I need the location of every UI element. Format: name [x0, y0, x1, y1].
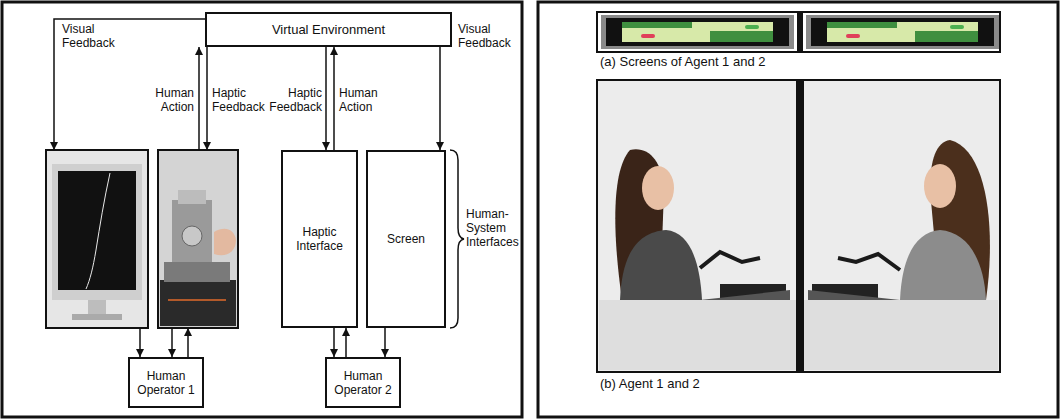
haptic-device-photo-part [178, 190, 206, 204]
haptic-device-photo [158, 150, 238, 328]
game-screens-part [811, 18, 994, 46]
game-screens-part [601, 15, 794, 49]
panel-border [2, 2, 522, 417]
connector-arrow [333, 47, 335, 150]
monitor-photo-part [52, 164, 142, 300]
arrow-label: Human Action [144, 86, 194, 114]
game-screens-part [806, 15, 999, 49]
bracket-label: Human-System Interfaces [466, 207, 520, 249]
operator-box: Human Operator 1 [128, 357, 204, 408]
connector-arrow [384, 328, 386, 357]
game-screens-part [827, 22, 978, 42]
monitor-photo-part [88, 300, 106, 314]
visual-feedback-line [54, 19, 205, 150]
monitor-photo-part [72, 314, 122, 320]
agents-photo-part [838, 254, 900, 270]
agents-photo-part [597, 80, 1000, 372]
monitor-photo-part [58, 171, 136, 290]
arrow-label: Haptic Feedback [266, 86, 322, 114]
interface-box: Haptic Interface [281, 150, 358, 328]
node-text: Screen [387, 232, 425, 246]
environment-box: Virtual Environment [205, 12, 452, 47]
connector-arrow [345, 328, 347, 357]
interface-box: Screen [366, 150, 446, 328]
haptic-feedback-line [206, 47, 208, 150]
game-screens-part [797, 12, 803, 52]
agents-photo-part [700, 290, 790, 300]
arrow-label: Human Action [339, 86, 389, 114]
panel-border [538, 2, 1058, 417]
action-line [187, 328, 189, 357]
agents-photo-part [796, 80, 804, 372]
haptic-device-photo-part [164, 262, 230, 282]
agents-photo-part [620, 230, 702, 300]
bracket [450, 150, 464, 328]
arrow-label: Haptic Feedback [212, 86, 268, 114]
game-screens-part [641, 34, 655, 38]
node-text: Human Operator 1 [133, 369, 199, 397]
arrow-label: Visual Feedback [458, 22, 518, 50]
node-text: Virtual Environment [272, 23, 385, 37]
agents-photo [597, 80, 1000, 372]
agents-photo-part [808, 290, 900, 300]
game-screens-part [827, 22, 897, 28]
human-action-line [198, 47, 200, 150]
game-screens-part [622, 22, 773, 42]
haptic-device-photo-part [158, 150, 238, 328]
caption-label: (b) Agent 1 and 2 [600, 377, 900, 391]
agents-photo-part [642, 166, 674, 210]
game-screens [597, 12, 1000, 52]
connector-arrow [325, 47, 327, 150]
agents-photo-part [924, 164, 956, 208]
operator-box: Human Operator 2 [325, 357, 401, 408]
game-screens-part [622, 22, 692, 28]
agents-photo-part [599, 300, 796, 370]
caption-label: (a) Screens of Agent 1 and 2 [600, 55, 900, 69]
haptic-device-photo-part [160, 280, 236, 326]
node-text: Haptic Interface [286, 225, 353, 253]
monitor-photo-part [86, 173, 110, 289]
node-text: Human Operator 2 [330, 369, 396, 397]
arrow-label: Visual Feedback [62, 22, 122, 50]
agents-photo-part [700, 252, 760, 268]
feedback-line [171, 328, 173, 357]
game-screens-part [710, 31, 773, 42]
monitor-photo [46, 150, 148, 328]
haptic-device-photo-part [182, 226, 202, 246]
game-screens-part [846, 34, 860, 38]
feedback-line [139, 328, 141, 357]
haptic-device-photo-part [214, 229, 236, 256]
game-screens-part [915, 31, 978, 42]
monitor-photo-part [46, 150, 148, 328]
game-screens-part [745, 25, 759, 29]
haptic-device-photo-part [172, 200, 212, 270]
agents-photo-part [900, 230, 986, 300]
connector-arrow [333, 328, 335, 357]
agents-photo-part [804, 300, 998, 370]
haptic-device-photo-part [168, 299, 226, 301]
game-screens-part [950, 25, 964, 29]
game-screens-part [606, 18, 789, 46]
game-screens-part [597, 12, 1000, 52]
